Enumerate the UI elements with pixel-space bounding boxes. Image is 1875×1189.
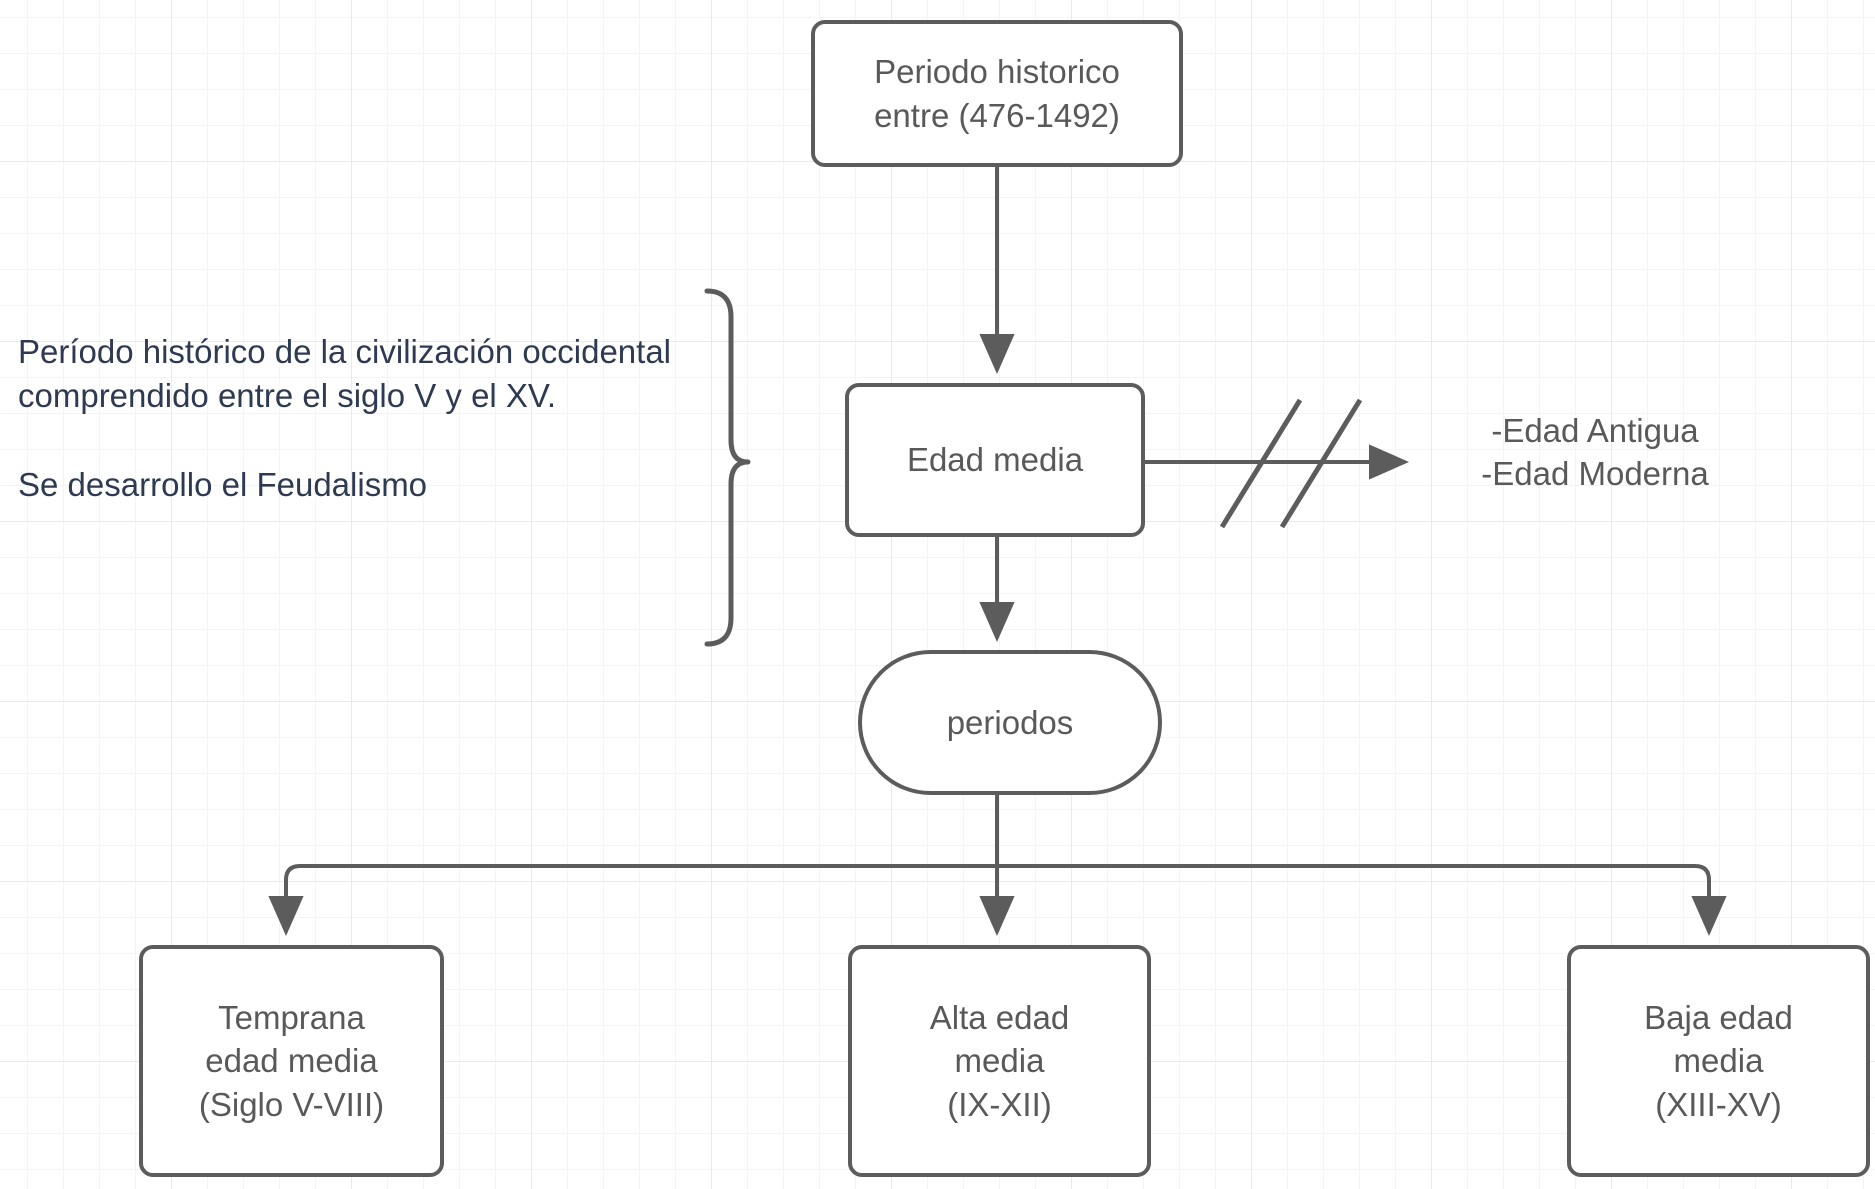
slash-mark-1 (1219, 398, 1303, 529)
node-periodos[interactable]: periodos (858, 650, 1162, 795)
excluded-ages-label: -Edad Antigua -Edad Moderna (1481, 412, 1709, 492)
curly-brace (704, 288, 751, 647)
connector-periodos-to-periods (268, 795, 1727, 936)
slash-mark-2 (1279, 398, 1363, 529)
node-edad-media[interactable]: Edad media (845, 383, 1145, 537)
node-temprana-edad-media[interactable]: Temprana edad media (Siglo V-VIII) (139, 945, 444, 1177)
connector-edadmedia-to-excluded (1145, 398, 1409, 529)
node-periodo-historico[interactable]: Periodo historico entre (476-1492) (811, 20, 1183, 167)
node-alta-edad-media[interactable]: Alta edad media (IX-XII) (848, 945, 1151, 1177)
side-note-text: Período histórico de la civilización occ… (18, 333, 672, 503)
node-baja-edad-media[interactable]: Baja edad media (XIII-XV) (1567, 945, 1870, 1177)
